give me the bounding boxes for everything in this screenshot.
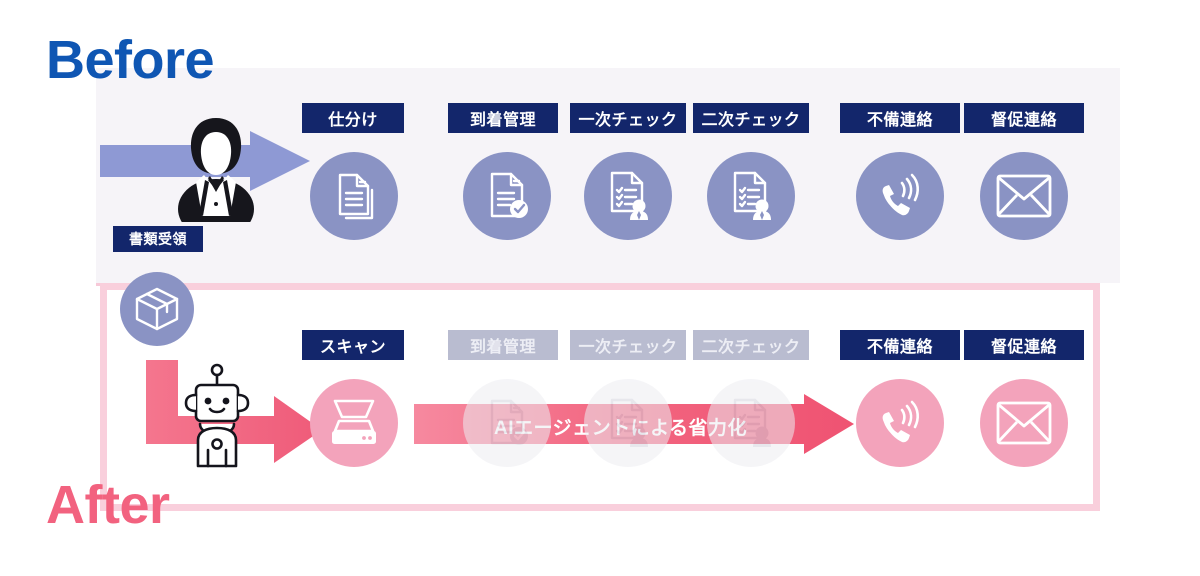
scanner-icon-badge [310,379,398,467]
robot-icon [178,362,256,472]
person-avatar [630,199,648,220]
before-step-label-2: 一次チェック [570,103,686,133]
document-check-icon-badge-ghost [463,379,551,467]
envelope-icon [996,401,1052,445]
document-person-icon-badge-ghost-2 [707,379,795,467]
envelope-icon-badge-blue [980,152,1068,240]
phone-ring-icon [882,173,919,216]
after-step-label-4: 不備連絡 [840,330,960,360]
document-person-icon [733,171,771,220]
after-step-label-0: スキャン [302,330,404,360]
page-title-before: Before [46,30,215,90]
after-flow-arrow [144,358,324,463]
before-step-label-1: 到着管理 [448,103,558,133]
before-step-label-4: 不備連絡 [840,103,960,133]
envelope-icon-badge-pink [980,379,1068,467]
after-step-label-3: 二次チェック [693,330,809,360]
intake-label: 書類受領 [113,226,203,252]
documents-icon-badge [310,152,398,240]
document-person-icon-badge-2 [707,152,795,240]
scanner-icon [332,399,376,444]
before-step-label-3: 二次チェック [693,103,809,133]
document-person-icon-badge-ghost-1 [584,379,672,467]
document-person-icon-badge-1 [584,152,672,240]
phone-ring-icon [882,400,919,443]
before-step-label-5: 督促連絡 [964,103,1084,133]
before-step-label-0: 仕分け [302,103,404,133]
after-step-label-2: 一次チェック [570,330,686,360]
document-person-icon [733,398,771,447]
box-icon-badge [120,272,194,346]
phone-ring-icon-badge-pink [856,379,944,467]
phone-ring-icon-badge-blue [856,152,944,240]
document-check-icon [490,172,528,218]
person-avatar [753,199,771,220]
documents-icon [338,173,374,220]
document-person-icon [610,398,648,447]
document-check-icon [490,399,528,445]
after-step-label-5: 督促連絡 [964,330,1084,360]
envelope-icon [996,174,1052,218]
document-person-icon [610,171,648,220]
after-heading-underline [208,504,1100,511]
page-title-after: After [46,475,170,535]
person-icon [178,112,254,222]
box-icon [135,287,179,331]
after-section-frame-left-edge [100,283,107,511]
after-step-label-1: 到着管理 [448,330,558,360]
document-check-icon-badge [463,152,551,240]
